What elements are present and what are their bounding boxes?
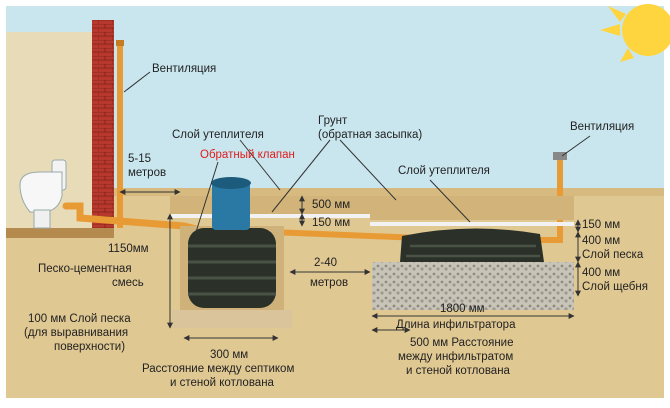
- label-depth-400-gravel: 400 мм: [582, 267, 620, 279]
- label-insulation-left: Слой утеплителя: [172, 129, 264, 141]
- label-depth-400-sand: 400 мм: [582, 235, 620, 247]
- insulation-layer-left: [170, 214, 370, 218]
- label-dist-septic-1: Расстояние между септиком: [142, 363, 294, 375]
- toilet-icon: [19, 159, 67, 229]
- label-dist-septic-2: и стеной котлована: [170, 377, 275, 389]
- leader-lines: [123, 71, 591, 233]
- label-dist-tank-2: метров: [310, 277, 348, 289]
- label-w500-2: между инфильтратом: [398, 351, 513, 363]
- label-gravel-layer: Слой щебня: [582, 281, 648, 293]
- label-depth-500: 500 мм: [312, 199, 350, 211]
- label-dist-house-1: 5-15: [128, 153, 151, 165]
- infiltrator: [372, 228, 574, 310]
- label-width-300: 300 мм: [210, 349, 248, 361]
- label-sand-cement-2: смесь: [112, 277, 144, 289]
- label-insulation-right: Слой утеплителя: [398, 165, 490, 177]
- sand-bed: [172, 310, 292, 328]
- label-ventilation-left: Вентиляция: [152, 63, 216, 75]
- septic-tank: [188, 177, 276, 308]
- label-sand-cement-1: Песко-цементная: [38, 263, 132, 275]
- label-ground-2: (обратная засыпка): [318, 129, 422, 141]
- label-sand100-1: 100 мм Слой песка: [28, 313, 131, 325]
- label-sand100-2: (для выравнивания: [24, 327, 128, 339]
- label-sand-layer: Слой песка: [582, 249, 644, 261]
- insulation-layer-right: [370, 222, 574, 226]
- backfill-right: [370, 196, 574, 220]
- dimension-lines: [119, 189, 581, 341]
- label-ventilation-right: Вентиляция: [570, 121, 634, 133]
- label-height-1150: 1150мм: [108, 243, 149, 255]
- label-infiltrator-length: Длина инфильтратора: [396, 319, 516, 331]
- label-width-1800: 1800 мм: [440, 303, 485, 315]
- house-wall: [92, 20, 114, 230]
- label-ground-1: Грунт: [318, 115, 348, 127]
- label-dist-house-2: метров: [128, 167, 166, 179]
- sky: [6, 6, 664, 196]
- label-check-valve: Обратный клапан: [200, 149, 295, 161]
- sun-icon: [600, 4, 670, 62]
- label-sand100-3: поверхности): [54, 341, 125, 353]
- label-w500-1: 500 мм Расстояние: [410, 337, 514, 349]
- label-w500-3: и стеной котлована: [406, 365, 511, 377]
- label-dist-tank-1: 2-40: [314, 257, 337, 269]
- label-depth-150-right: 150 мм: [582, 219, 620, 231]
- house-floor: [6, 228, 114, 238]
- label-depth-150-left: 150 мм: [312, 217, 350, 229]
- ground-surface: [6, 188, 664, 196]
